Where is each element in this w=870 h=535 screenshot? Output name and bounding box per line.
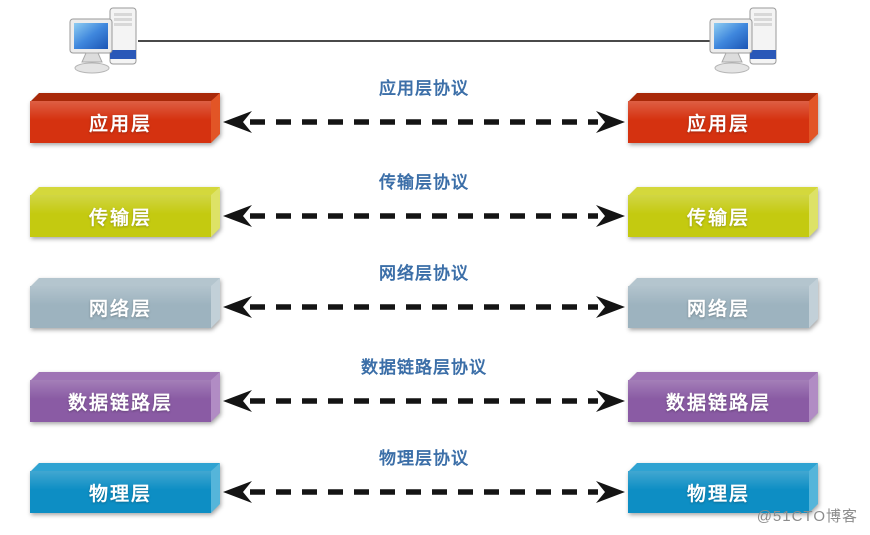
desktop-computer-icon	[69, 7, 137, 74]
box-top-face	[30, 372, 220, 381]
box-side-face	[211, 463, 220, 513]
layer-box-left: 物理层	[30, 463, 220, 513]
box-top-face	[30, 278, 220, 287]
desktop-computer-icon	[709, 7, 777, 74]
protocol-label: 传输层协议	[379, 173, 469, 192]
bidirectional-dashed-arrow	[223, 390, 625, 412]
layer-row-application: 应用层 应用层协议 应用层	[0, 79, 870, 143]
box-top-face	[30, 463, 220, 472]
bidirectional-dashed-arrow	[223, 205, 625, 227]
layer-label: 数据链路层	[628, 380, 809, 422]
box-side-face	[211, 372, 220, 422]
box-top-face	[628, 372, 818, 381]
box-side-face	[809, 93, 818, 143]
protocol-label: 数据链路层协议	[361, 358, 487, 377]
bidirectional-dashed-arrow	[223, 481, 625, 503]
layer-row-datalink: 数据链路层 数据链路层协议 数据链路层	[0, 358, 870, 422]
layer-box-left: 网络层	[30, 278, 220, 328]
layer-box-left: 数据链路层	[30, 372, 220, 422]
protocol-label: 网络层协议	[379, 264, 469, 283]
box-side-face	[809, 463, 818, 513]
layer-box-right: 数据链路层	[628, 372, 818, 422]
protocol-label: 应用层协议	[379, 79, 469, 98]
box-side-face	[809, 278, 818, 328]
box-top-face	[628, 463, 818, 472]
box-side-face	[809, 372, 818, 422]
box-top-face	[30, 93, 220, 102]
box-top-face	[628, 187, 818, 196]
layer-box-right: 物理层	[628, 463, 818, 513]
protocol-label: 物理层协议	[379, 449, 469, 468]
layer-label: 传输层	[628, 195, 809, 237]
box-side-face	[211, 278, 220, 328]
layer-box-right: 应用层	[628, 93, 818, 143]
layer-label: 网络层	[628, 286, 809, 328]
layer-label: 物理层	[30, 471, 211, 513]
box-side-face	[211, 187, 220, 237]
layer-box-left: 传输层	[30, 187, 220, 237]
box-top-face	[628, 278, 818, 287]
box-top-face	[30, 187, 220, 196]
box-top-face	[628, 93, 818, 102]
host-connection-line	[138, 40, 714, 42]
layer-row-transport: 传输层 传输层协议 传输层	[0, 173, 870, 237]
layer-label: 物理层	[628, 471, 809, 513]
layer-label: 网络层	[30, 286, 211, 328]
layer-box-right: 传输层	[628, 187, 818, 237]
layer-label: 数据链路层	[30, 380, 211, 422]
layer-label: 传输层	[30, 195, 211, 237]
layer-row-network: 网络层 网络层协议 网络层	[0, 264, 870, 328]
box-side-face	[211, 93, 220, 143]
watermark: @51CTO博客	[756, 508, 858, 525]
box-side-face	[809, 187, 818, 237]
bidirectional-dashed-arrow	[223, 111, 625, 133]
bidirectional-dashed-arrow	[223, 296, 625, 318]
layer-box-right: 网络层	[628, 278, 818, 328]
layer-row-physical: 物理层 物理层协议 物理层	[0, 449, 870, 513]
layer-box-left: 应用层	[30, 93, 220, 143]
layer-label: 应用层	[628, 101, 809, 143]
layer-label: 应用层	[30, 101, 211, 143]
